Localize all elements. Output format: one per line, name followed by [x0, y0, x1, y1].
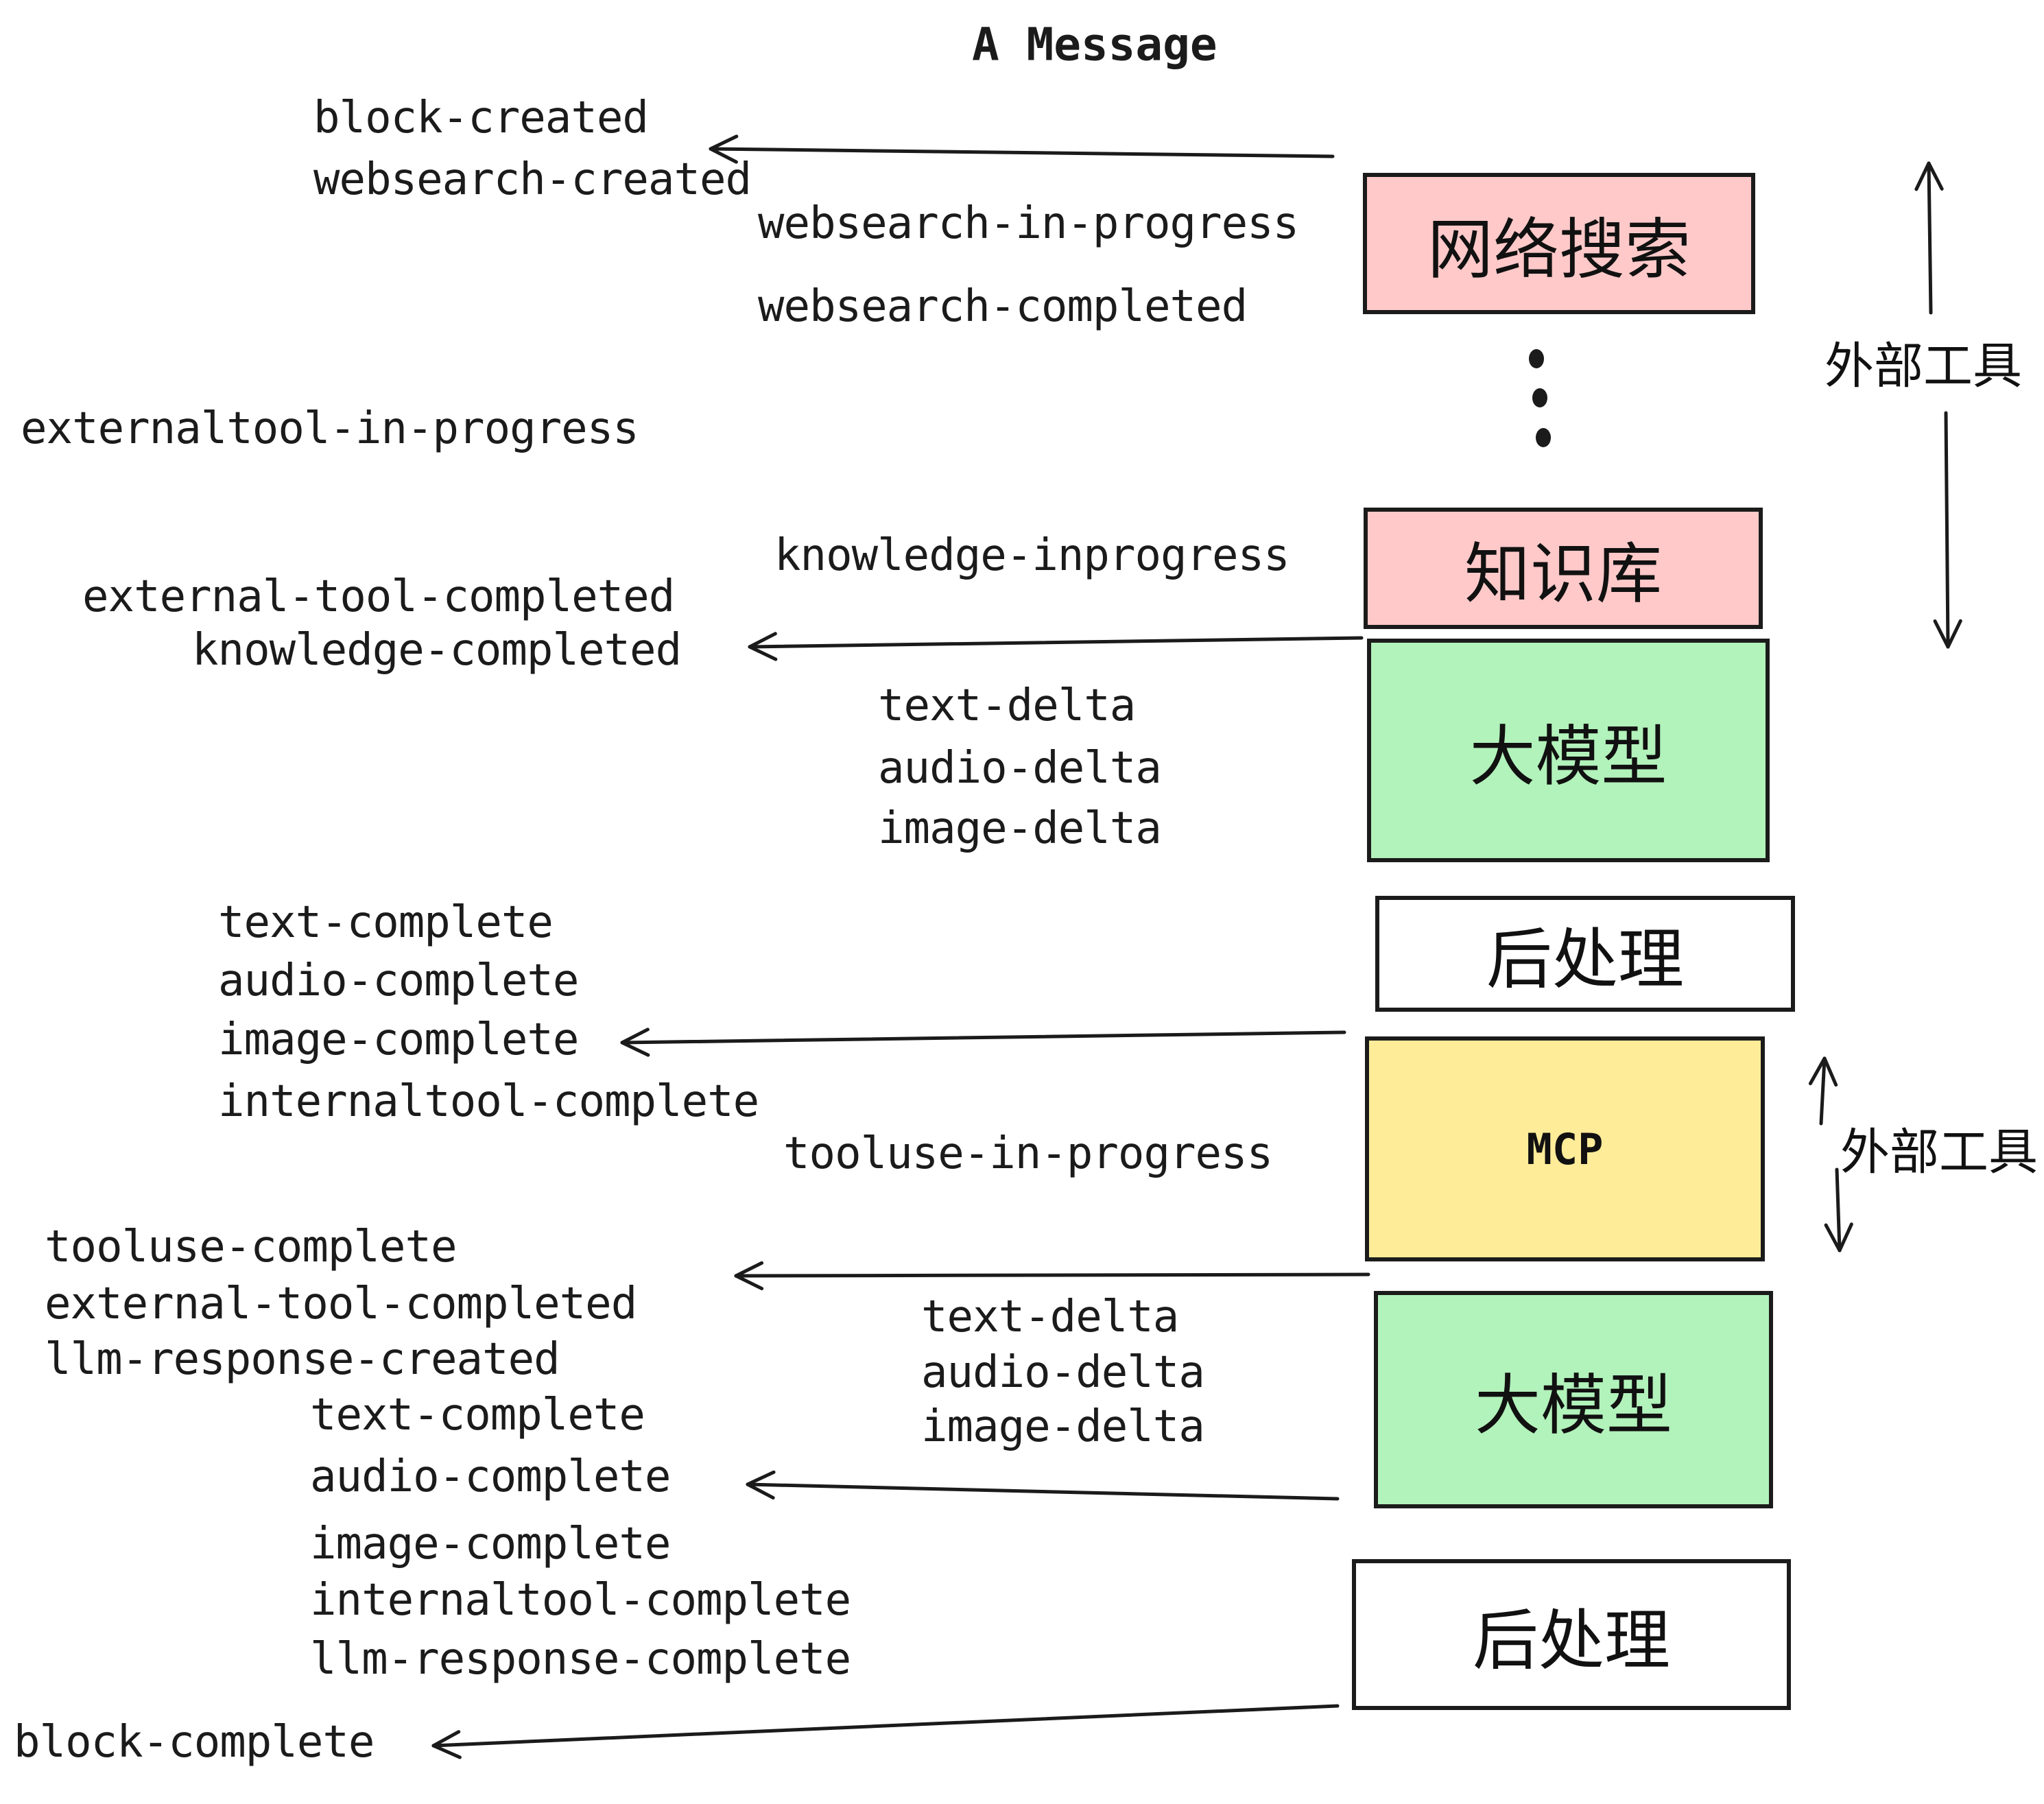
- arrow-to-image-complete: [620, 1030, 1346, 1045]
- box-llm-2: 大模型: [1374, 1291, 1773, 1508]
- event-audio-complete: audio-complete: [218, 956, 579, 1006]
- event-block-complete: block-complete: [14, 1717, 375, 1768]
- arrow-to-audio-complete-head: [746, 1470, 776, 1486]
- box-websearch-label: 网络搜索: [1427, 211, 1691, 288]
- event-websearch-completed: websearch-completed: [758, 281, 1248, 332]
- external-tools-1-arrow-down-head: [1933, 619, 1950, 649]
- event-llm-response-created: llm-response-created: [45, 1334, 560, 1385]
- event-audio-delta: audio-delta: [878, 743, 1162, 794]
- ellipsis-dot-3: [1536, 428, 1551, 447]
- external-tools-1-arrow-up-head: [1914, 161, 1931, 191]
- external-tools-2-arrow-down-head: [1824, 1223, 1842, 1253]
- box-post-1-label: 后处理: [1486, 921, 1684, 998]
- diagram-title: A Message: [972, 18, 1217, 71]
- arrow-to-block-created-head: [709, 134, 739, 151]
- event-audio-complete: audio-complete: [310, 1451, 671, 1502]
- event-tooluse-complete: tooluse-complete: [45, 1222, 457, 1272]
- box-llm-1: 大模型: [1367, 639, 1770, 862]
- external-tools-2-label: 外部工具: [1840, 1123, 2039, 1181]
- ellipsis-dot-1: [1529, 349, 1544, 368]
- external-tools-1-arrow-down: [1944, 411, 1950, 649]
- ellipsis-dot-2: [1532, 388, 1547, 407]
- event-external-tool-completed: external-tool-completed: [82, 571, 675, 622]
- event-image-delta: image-delta: [878, 803, 1162, 854]
- arrow-to-block-complete-head: [431, 1730, 461, 1748]
- external-tools-1-arrow-up-head: [1927, 161, 1944, 191]
- event-image-complete: image-complete: [218, 1014, 579, 1065]
- arrow-to-image-complete-head: [620, 1028, 650, 1045]
- external-tools-1-arrow-down-head: [1946, 619, 1962, 649]
- event-knowledge-inprogress: knowledge-inprogress: [774, 530, 1290, 581]
- arrow-to-tooluse-complete: [734, 1272, 1370, 1278]
- event-image-complete: image-complete: [310, 1519, 671, 1569]
- arrow-to-block-complete: [431, 1704, 1340, 1748]
- arrow-to-audio-complete: [746, 1482, 1340, 1501]
- external-tools-2-arrow-up: [1819, 1056, 1827, 1126]
- event-external-tool-completed: external-tool-completed: [45, 1279, 637, 1329]
- box-mcp-label: MCP: [1526, 1124, 1604, 1174]
- external-tools-1-arrow-up: [1927, 161, 1933, 315]
- box-llm-2-label: 大模型: [1475, 1367, 1672, 1444]
- external-tools-2-arrow-up-head: [1808, 1056, 1827, 1086]
- arrow-to-knowledge-completed-head: [748, 645, 778, 661]
- box-post-2-label: 后处理: [1473, 1602, 1670, 1679]
- event-text-complete: text-complete: [218, 897, 554, 948]
- arrow-to-block-created: [709, 147, 1335, 158]
- event-audio-delta: audio-delta: [921, 1347, 1205, 1398]
- arrow-to-image-complete-head: [620, 1041, 650, 1057]
- event-websearch-in-progress: websearch-in-progress: [758, 198, 1299, 249]
- arrow-to-knowledge-completed: [748, 636, 1364, 649]
- external-tools-2-arrow-down-head: [1838, 1222, 1853, 1253]
- box-knowledge: 知识库: [1364, 508, 1763, 629]
- arrow-to-tooluse-complete-head: [734, 1261, 764, 1278]
- arrow-to-tooluse-complete-head: [734, 1274, 764, 1291]
- event-text-delta: text-delta: [921, 1292, 1179, 1342]
- external-tools-2-arrow-up-head: [1822, 1056, 1838, 1087]
- arrow-to-knowledge-completed-head: [748, 632, 777, 649]
- arrow-to-block-created-head: [709, 147, 738, 164]
- box-websearch: 网络搜索: [1363, 173, 1755, 314]
- event-text-delta: text-delta: [878, 680, 1136, 731]
- box-llm-1-label: 大模型: [1469, 717, 1667, 795]
- external-tools-1-label: 外部工具: [1825, 337, 2023, 395]
- event-websearch-created: websearch-created: [313, 154, 752, 205]
- event-text-complete: text-complete: [310, 1390, 645, 1440]
- box-knowledge-label: 知识库: [1464, 536, 1662, 613]
- event-tooluse-in-progress: tooluse-in-progress: [783, 1128, 1273, 1179]
- arrow-to-audio-complete-head: [746, 1482, 775, 1500]
- box-post-1: 后处理: [1375, 896, 1795, 1012]
- external-tools-2-arrow-down: [1835, 1167, 1842, 1253]
- event-internaltool-complete: internaltool-complete: [310, 1575, 851, 1626]
- box-mcp: MCP: [1365, 1036, 1765, 1261]
- event-knowledge-completed: knowledge-completed: [192, 625, 682, 676]
- event-internaltool-complete: internaltool-complete: [218, 1076, 759, 1127]
- box-post-2: 后处理: [1352, 1559, 1791, 1710]
- event-llm-response-complete: llm-response-complete: [310, 1634, 851, 1685]
- arrow-to-block-complete-head: [431, 1744, 462, 1759]
- event-image-delta: image-delta: [921, 1401, 1205, 1452]
- event-externaltool-in-progress: externaltool-in-progress: [21, 403, 639, 454]
- event-block-created: block-created: [313, 93, 649, 143]
